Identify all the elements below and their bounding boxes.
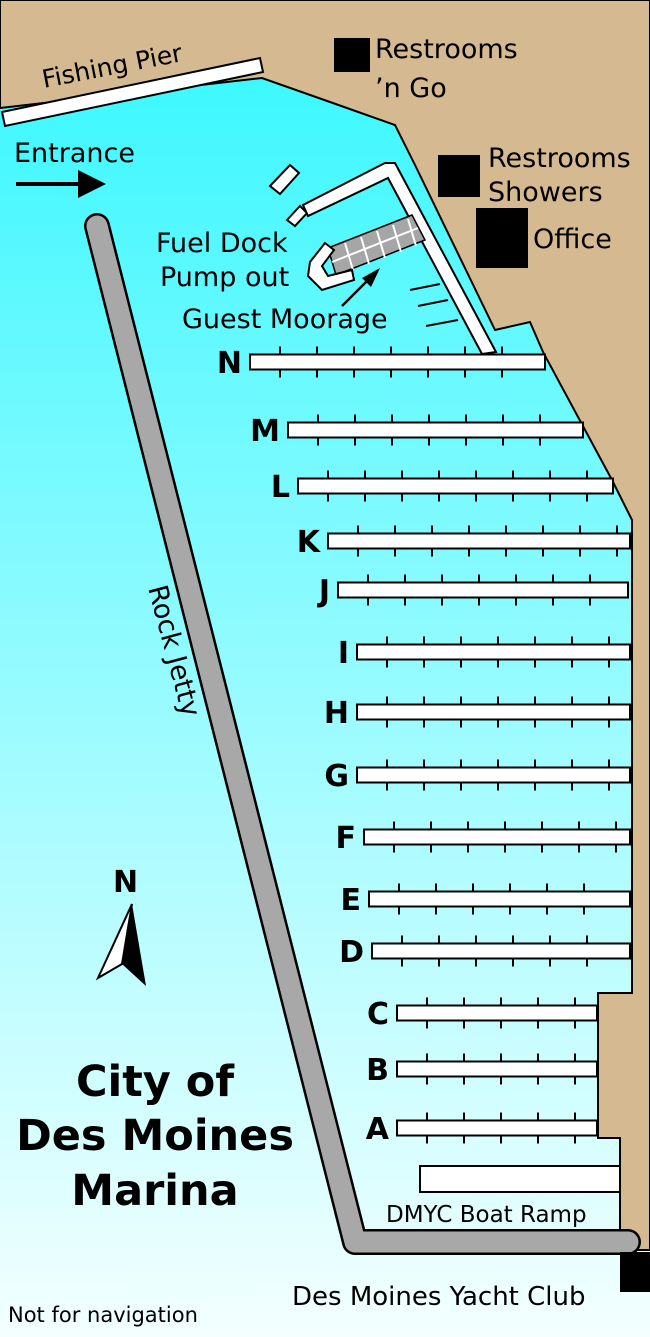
dock-m: M <box>250 414 584 449</box>
entrance-arrow <box>16 170 106 198</box>
dock-g: G <box>324 759 631 794</box>
north-label: N <box>113 865 138 900</box>
dock-letter-label: M <box>250 414 280 449</box>
boat-ramp-label: DMYC Boat Ramp <box>386 1202 587 1228</box>
dock-letter-label: B <box>366 1053 389 1088</box>
dock-pier <box>249 353 546 371</box>
dock-letter-label: K <box>297 525 322 560</box>
breakwater-piece-1 <box>268 163 301 196</box>
dock-pier <box>396 1004 598 1022</box>
dock-pier <box>396 1119 598 1137</box>
yacht-club-building <box>620 1252 650 1292</box>
entrance-label: Entrance <box>14 138 135 169</box>
dock-pier <box>356 766 631 784</box>
dock-pier <box>396 1060 598 1078</box>
office-building <box>476 208 528 268</box>
dock-pier <box>297 477 614 495</box>
dock-j: J <box>317 574 629 609</box>
north-arrow-icon <box>95 903 146 986</box>
dock-pier <box>327 532 631 550</box>
dock-k: K <box>297 525 631 560</box>
title-line-3: Marina <box>71 1166 238 1216</box>
dock-pier <box>287 421 584 439</box>
dock-letter-label: I <box>338 636 349 671</box>
dock-f: F <box>336 821 631 856</box>
office-label: Office <box>533 224 612 255</box>
guest-moorage-fingers <box>409 283 459 327</box>
dock-letter-label: G <box>324 759 349 794</box>
dock-e: E <box>341 883 631 918</box>
fuel-dock <box>306 241 356 292</box>
main-breakwater <box>301 162 498 356</box>
dock-letter-label: D <box>339 935 364 970</box>
dock-pier <box>368 890 631 908</box>
dock-letter-label: N <box>217 346 242 381</box>
title-line-2: Des Moines <box>16 1111 294 1161</box>
dock-pier <box>356 703 631 721</box>
dock-pier <box>371 942 631 960</box>
dock-a: A <box>366 1112 598 1147</box>
restrooms-showers-label-2: Showers <box>488 177 603 208</box>
fishing-pier <box>0 56 265 128</box>
fuel-dock-label: Fuel Dock <box>156 228 288 259</box>
rock-jetty-fill <box>86 215 639 1253</box>
dock-d: D <box>339 935 631 970</box>
dock-letter-label: C <box>367 997 389 1032</box>
dock-letter-label: L <box>271 470 290 505</box>
dock-n: N <box>217 346 546 381</box>
restrooms-showers-building <box>438 155 480 197</box>
guest-moorage-dock <box>327 214 427 276</box>
guest-moorage-arrow <box>341 268 380 307</box>
dmyc-boat-ramp <box>419 1165 621 1193</box>
guest-moorage-label: Guest Moorage <box>182 304 388 335</box>
dock-l: L <box>271 470 614 505</box>
restrooms-go-label-2: ’n Go <box>375 73 447 104</box>
restrooms-showers-label-1: Restrooms <box>488 143 631 174</box>
dock-letter-label: E <box>341 883 362 918</box>
dock-h: H <box>324 696 631 731</box>
dock-pier <box>356 643 631 661</box>
restrooms-go-building <box>334 38 370 72</box>
restrooms-go-label-1: Restrooms <box>375 34 518 65</box>
yacht-club-label: Des Moines Yacht Club <box>292 1282 586 1312</box>
dock-b: B <box>366 1053 598 1088</box>
dock-c: C <box>367 997 598 1032</box>
dock-letter-label: H <box>324 696 349 731</box>
dock-letter-label: J <box>317 574 330 609</box>
pump-out-label: Pump out <box>160 262 289 293</box>
dock-letter-label: F <box>336 821 357 856</box>
dock-pier <box>337 581 629 599</box>
dock-i: I <box>338 636 631 671</box>
dock-pier <box>363 828 631 846</box>
title-line-1: City of <box>76 1057 235 1107</box>
dock-letter-label: A <box>366 1112 390 1147</box>
disclaimer-label: Not for navigation <box>8 1303 198 1327</box>
